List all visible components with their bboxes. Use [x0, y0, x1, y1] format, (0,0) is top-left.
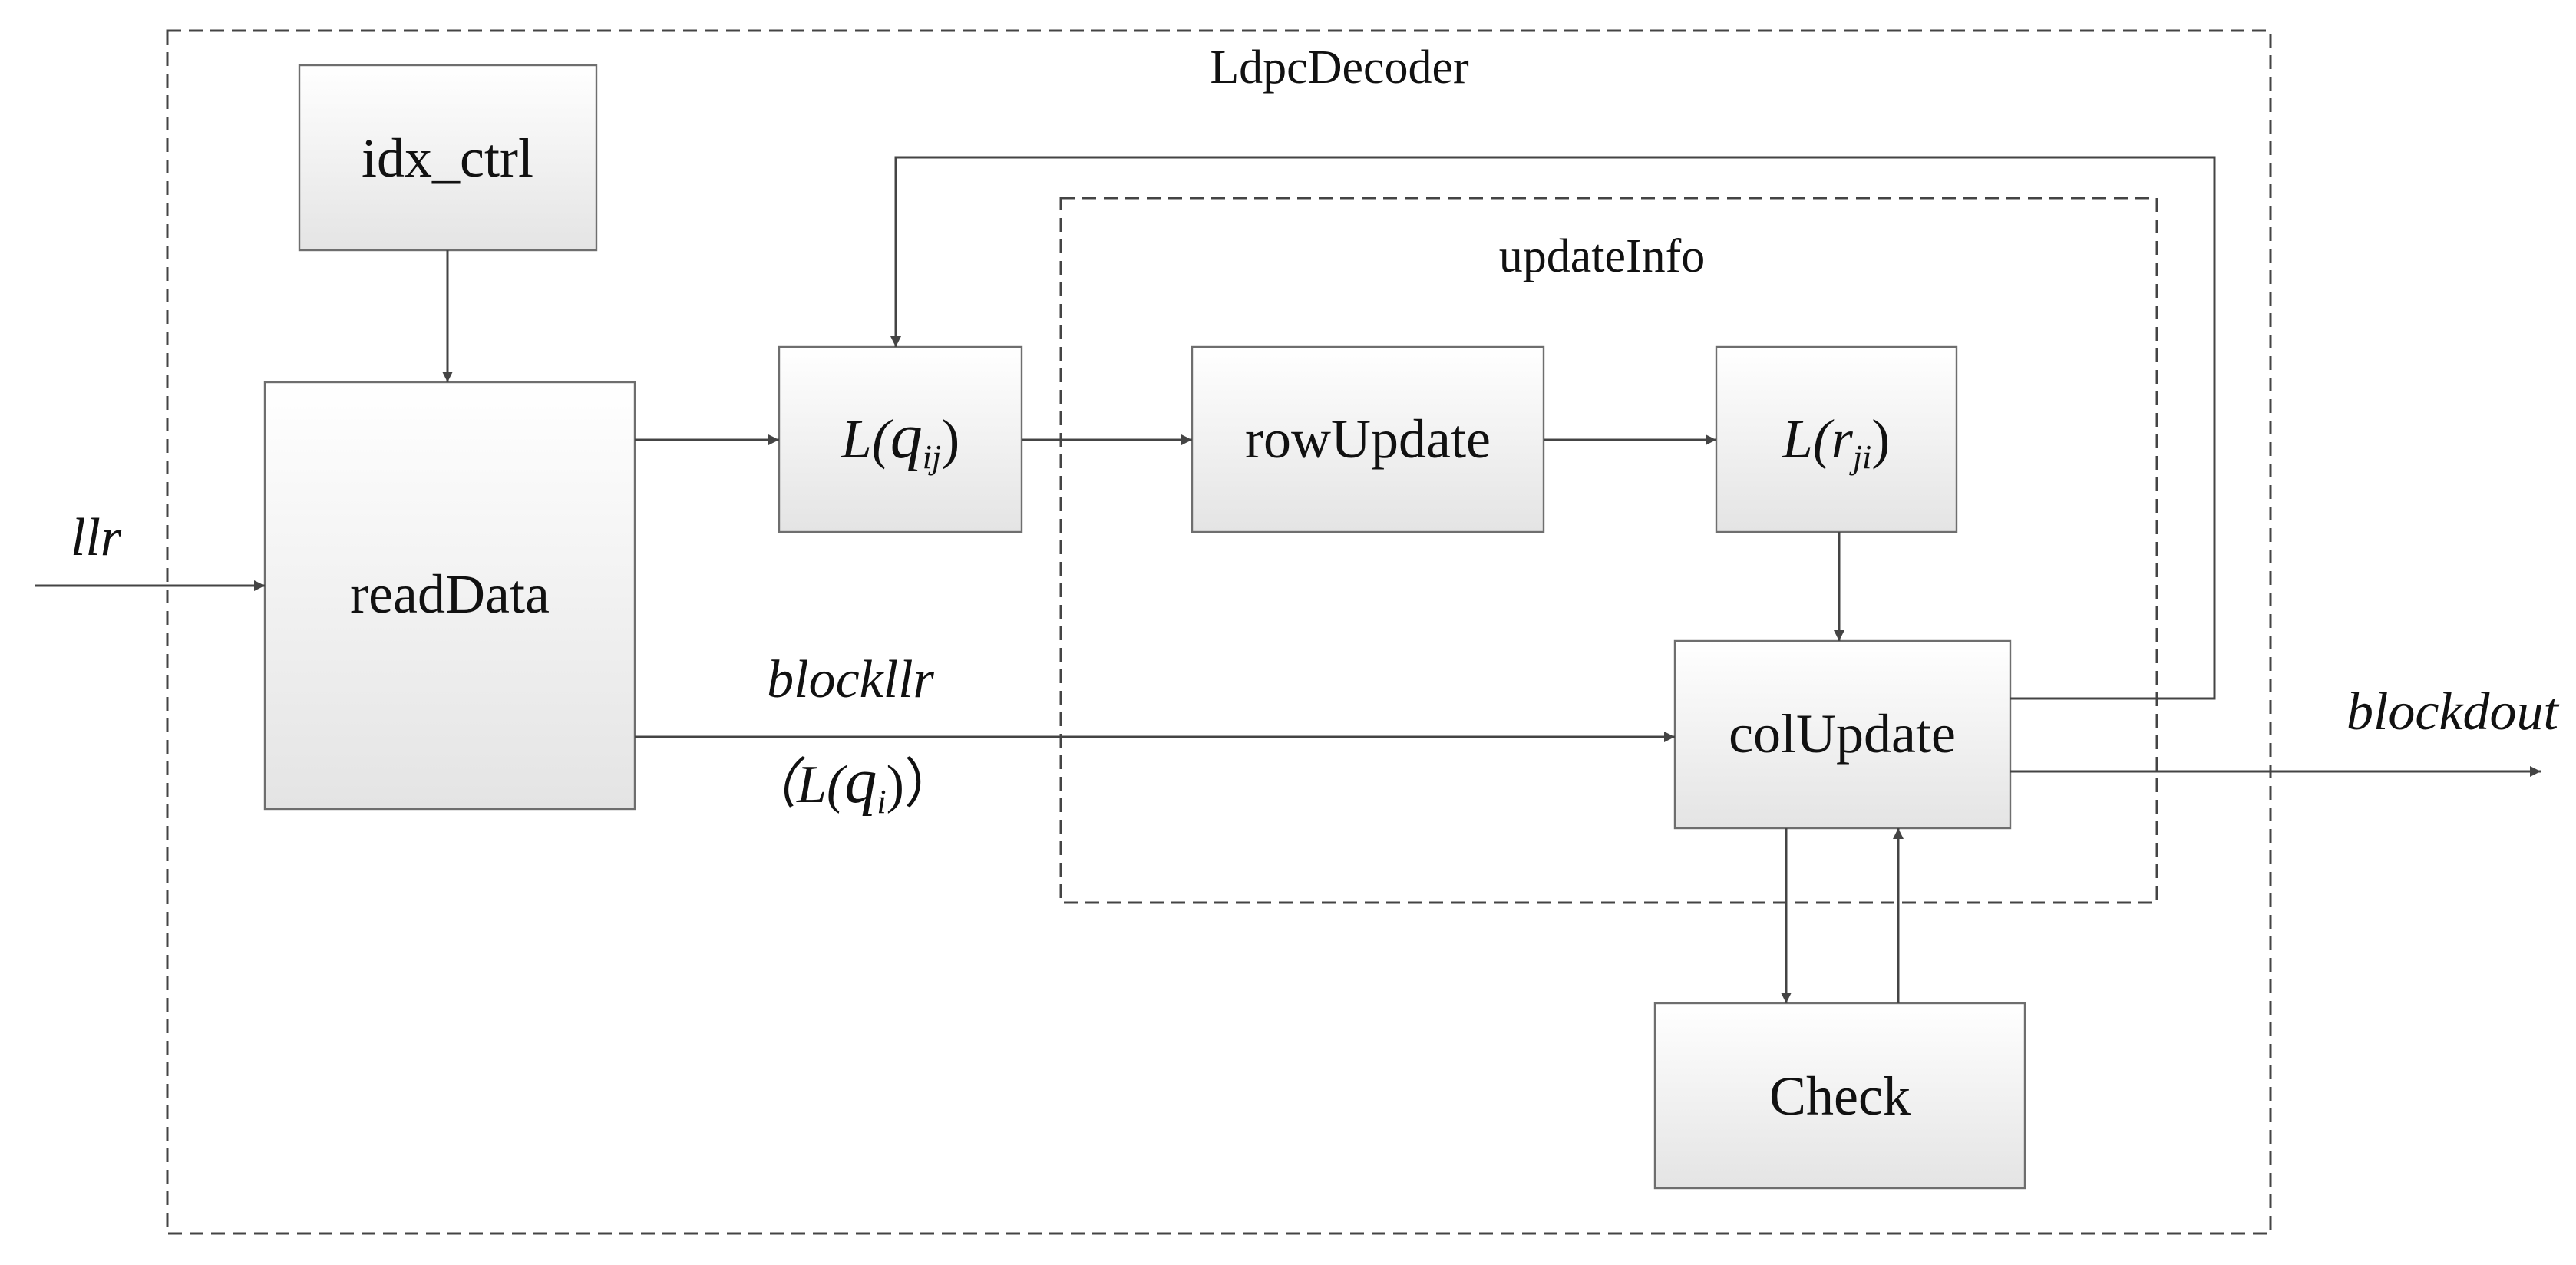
lq-label: L(qij) — [841, 401, 959, 476]
lqi-signal-label: （L(qi)） — [743, 745, 958, 821]
blockllr-signal-label: blockllr — [767, 650, 934, 709]
col-update-label: colUpdate — [1729, 703, 1956, 765]
lq-block: L(qij) — [778, 345, 1023, 533]
check-block: Check — [1653, 1002, 2026, 1190]
read-data-block: readData — [263, 381, 636, 811]
idx-ctrl-label: idx_ctrl — [362, 127, 533, 189]
read-data-label: readData — [350, 563, 550, 625]
ldpc-decoder-frame-label: LdpcDecoder — [1210, 41, 1469, 94]
idx-ctrl-block: idx_ctrl — [298, 64, 598, 252]
col-update-feedback-to-lq-arrow — [890, 156, 2216, 700]
col-update-block: colUpdate — [1673, 639, 2012, 830]
row-update-block: rowUpdate — [1191, 345, 1545, 533]
check-label: Check — [1769, 1065, 1911, 1127]
update-info-frame — [1059, 197, 2158, 904]
blockdout-signal-label: blockdout — [2346, 682, 2560, 741]
lr-label: L(rji) — [1782, 408, 1891, 476]
row-update-label: rowUpdate — [1245, 408, 1491, 470]
update-info-frame-label: updateInfo — [1499, 230, 1706, 282]
lr-block: L(rji) — [1715, 345, 1958, 533]
llr-signal-label: llr — [71, 508, 122, 567]
